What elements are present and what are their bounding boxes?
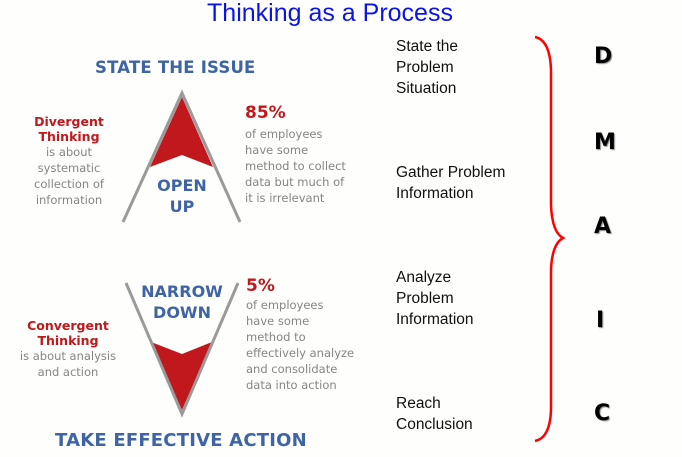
- stat-85-line-2: have some: [245, 143, 309, 157]
- convergent-heading-2: Thinking: [37, 333, 99, 348]
- top-header: STATE THE ISSUE: [95, 58, 256, 77]
- divergent-desc-2: systematic: [37, 161, 101, 175]
- convergent-heading-1: Convergent: [27, 318, 109, 333]
- step-define-line-2: Problem: [396, 59, 454, 76]
- dmaic-letter-d: D: [594, 44, 613, 69]
- bottom-header: TAKE EFFECTIVE ACTION: [55, 430, 307, 451]
- narrow-down-label: NARROW DOWN: [138, 281, 226, 323]
- open-up-red-arrow: [150, 97, 213, 167]
- stat-5-line-1: of employees: [246, 298, 324, 312]
- divergent-heading-2: Thinking: [38, 129, 100, 144]
- stat-5-line-5: and consolidate: [246, 362, 338, 376]
- stat-5-value: 5%: [246, 276, 275, 296]
- open-up-label-2: UP: [169, 197, 195, 216]
- convergent-desc-2: and action: [37, 365, 99, 379]
- stat-5-line-2: have some: [246, 314, 310, 328]
- stat-85-line-5: it is irrelevant: [245, 191, 325, 205]
- curly-brace: [534, 35, 566, 443]
- step-analyze: Analyze Problem Information: [396, 267, 474, 330]
- divergent-stat-block: 85% of employees have some method to col…: [245, 103, 346, 206]
- open-up-label-1: OPEN: [157, 176, 207, 195]
- stat-85-value: 85%: [245, 103, 286, 123]
- stat-5-line-4: effectively analyze: [246, 346, 355, 360]
- stat-85-line-1: of employees: [245, 127, 323, 141]
- dmaic-letter-m: M: [594, 130, 616, 155]
- dmaic-letter-c: C: [594, 401, 611, 426]
- stat-5-line-6: data into action: [246, 378, 337, 392]
- narrow-down-lines: [124, 282, 240, 418]
- convergent-stat-block: 5% of employees have some method to effe…: [246, 276, 354, 393]
- open-up-lines: [121, 89, 242, 223]
- divergent-desc-4: information: [35, 193, 103, 207]
- step-measure-line-2: Information: [396, 185, 474, 202]
- stat-85-line-4: data but much of: [245, 175, 345, 189]
- page-title: Thinking as a Process: [207, 0, 453, 27]
- stat-85-line-3: method to collect: [245, 159, 346, 173]
- dmaic-letter-a: A: [594, 214, 612, 239]
- narrow-down-label-1: NARROW: [141, 282, 223, 301]
- step-measure: Gather Problem Information: [396, 162, 505, 204]
- step-analyze-line-1: Analyze: [396, 269, 452, 286]
- step-analyze-line-3: Information: [396, 311, 474, 328]
- divergent-desc-3: collection of: [34, 177, 104, 191]
- dmaic-letter-i: I: [596, 308, 605, 333]
- step-conclude-line-1: Reach: [396, 395, 441, 412]
- step-analyze-line-2: Problem: [396, 290, 454, 307]
- open-up-label: OPEN UP: [142, 175, 222, 217]
- divergent-thinking-block: Divergent Thinking is about systematic c…: [22, 114, 116, 208]
- step-conclude-line-2: Conclusion: [396, 416, 473, 433]
- divergent-desc-1: is about: [45, 145, 93, 159]
- step-define-line-1: State the: [396, 38, 459, 55]
- step-define-line-3: Situation: [396, 80, 457, 97]
- stat-5-line-3: method to: [246, 330, 306, 344]
- step-define: State the Problem Situation: [396, 36, 458, 99]
- narrow-down-red-arrow: [151, 342, 212, 410]
- step-measure-line-1: Gather Problem: [396, 164, 506, 181]
- convergent-thinking-block: Convergent Thinking is about analysis an…: [12, 318, 124, 380]
- convergent-desc-1: is about analysis: [19, 349, 117, 363]
- step-conclude: Reach Conclusion: [396, 393, 473, 435]
- narrow-down-label-2: DOWN: [153, 303, 211, 322]
- divergent-heading-1: Divergent: [34, 114, 104, 129]
